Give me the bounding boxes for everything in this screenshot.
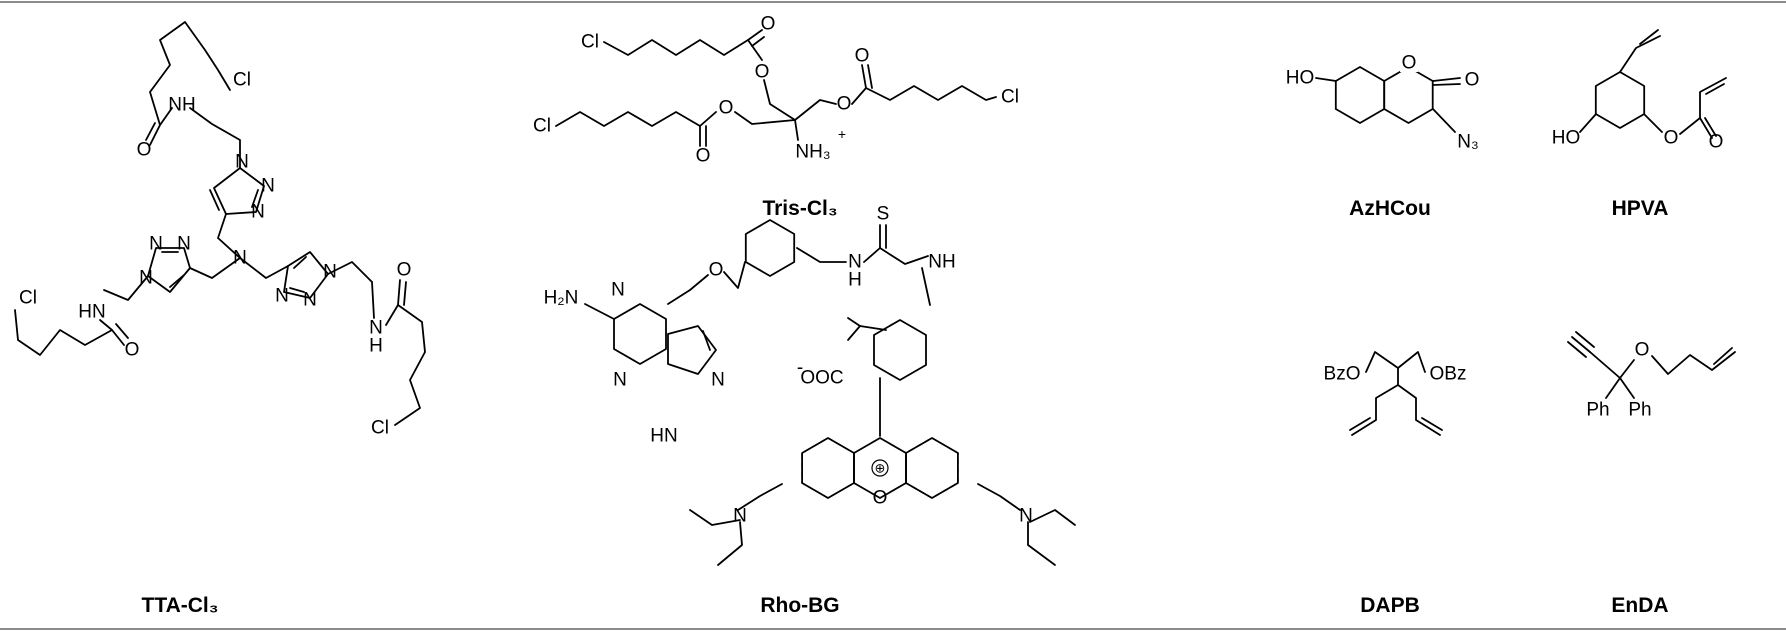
- atom-label: HN: [78, 302, 105, 323]
- atom-label: N: [848, 252, 862, 273]
- molecule-enda: O Ph Ph EnDA: [1567, 331, 1736, 617]
- atom-label: N: [611, 280, 625, 301]
- top-rule: [0, 1, 1786, 3]
- atom-label: O: [873, 488, 888, 509]
- atom-label: N: [369, 318, 383, 339]
- atom-label: Ph: [1586, 400, 1609, 421]
- atom-label: OBz: [1430, 364, 1467, 385]
- benzoate-ring: [873, 319, 927, 381]
- benzene-ring: [744, 219, 796, 277]
- atom-label: Cl: [581, 32, 599, 53]
- atom-label: HO: [1552, 128, 1581, 149]
- atom-label: N: [177, 234, 191, 255]
- atom-label: O: [719, 98, 734, 119]
- atom-label: N: [139, 268, 153, 289]
- atom-label: N: [275, 286, 289, 307]
- compound-name-tta-cl3: TTA-Cl₃: [142, 594, 219, 617]
- molecule-dapb: BzO OBz DAPB: [1324, 351, 1467, 617]
- atom-label: O: [1664, 128, 1679, 149]
- molecule-tta-cl3: Cl O NH N N N N N N N N N N HN O Cl O N …: [14, 21, 426, 617]
- atom-label: N: [261, 176, 275, 197]
- benzene-ring: [1334, 66, 1386, 124]
- atom-label: N: [251, 202, 265, 223]
- atom-label: N: [149, 234, 163, 255]
- atom-label: N: [233, 248, 247, 269]
- atom-label: ⊕: [875, 461, 886, 476]
- atom-label: O: [755, 62, 770, 83]
- atom-label: N: [733, 506, 747, 527]
- atom-label: O: [1465, 70, 1480, 91]
- atom-label: Cl: [533, 116, 551, 137]
- atom-label: -: [797, 358, 803, 379]
- compound-name-enda: EnDA: [1611, 594, 1668, 617]
- molecule-tris-cl3: Cl O O Cl O O NH₃ + O O Cl Tris-Cl₃: [533, 14, 1019, 221]
- atom-label: N: [1019, 506, 1033, 527]
- benzene-ring: [1594, 71, 1646, 129]
- atom-label: O: [855, 46, 870, 67]
- bottom-rule: [0, 628, 1786, 630]
- xanthene-ring: [801, 437, 855, 499]
- atom-label: NH₃: [795, 142, 830, 163]
- compound-name-rho-bg: Rho-BG: [760, 594, 839, 617]
- atom-label: O: [397, 260, 412, 281]
- atom-label: O: [837, 94, 852, 115]
- atom-label: O: [137, 140, 152, 161]
- atom-label: O: [1635, 340, 1650, 361]
- pyranone-ring: [1383, 66, 1434, 124]
- molecule-rho-bg: H₂N N N N HN O S N H NH - OOC ⊕ O N N Rh…: [544, 204, 1076, 617]
- atom-label: Cl: [1001, 87, 1019, 108]
- atom-label: N: [235, 152, 249, 173]
- atom-label: O: [1402, 53, 1417, 74]
- compound-name-azhcou: AzHCou: [1349, 197, 1431, 220]
- compound-name-dapb: DAPB: [1360, 594, 1420, 617]
- xanthene-ring: [905, 437, 959, 499]
- atom-label: +: [838, 126, 846, 142]
- atom-label: H: [369, 336, 383, 357]
- atom-label: Cl: [371, 418, 389, 439]
- atom-label: O: [761, 14, 776, 35]
- atom-label: Cl: [233, 70, 251, 91]
- xanthene-ring: [801, 437, 855, 499]
- atom-label: BzO: [1324, 364, 1361, 385]
- atom-label: S: [877, 204, 890, 225]
- atom-label: O: [709, 260, 724, 281]
- atom-label: N₃: [1457, 132, 1478, 153]
- atom-label: O: [1709, 132, 1724, 153]
- atom-label: NH: [168, 95, 195, 116]
- atom-label: H₂N: [544, 288, 579, 309]
- atom-label: OOC: [800, 368, 843, 389]
- atom-label: N: [613, 370, 627, 391]
- atom-label: N: [303, 290, 317, 311]
- compound-name-tris-cl3: Tris-Cl₃: [762, 197, 837, 220]
- pyrimidine-ring: [613, 303, 667, 365]
- atom-label: HO: [1286, 68, 1315, 89]
- atom-label: N: [711, 370, 725, 391]
- compound-name-hpva: HPVA: [1612, 197, 1669, 220]
- atom-label: NH: [928, 252, 955, 273]
- xanthene-ring: [905, 437, 959, 499]
- atom-label: N: [323, 262, 337, 283]
- atom-label: H: [848, 270, 862, 291]
- atom-label: HN: [650, 426, 677, 447]
- molecule-hpva: HO O O HPVA: [1552, 29, 1727, 220]
- atom-label: O: [125, 340, 140, 361]
- atom-label: O: [696, 146, 711, 167]
- atom-label: Cl: [19, 288, 37, 309]
- atom-label: Ph: [1628, 400, 1651, 421]
- molecule-azhcou: HO O O N₃ AzHCou: [1286, 53, 1480, 221]
